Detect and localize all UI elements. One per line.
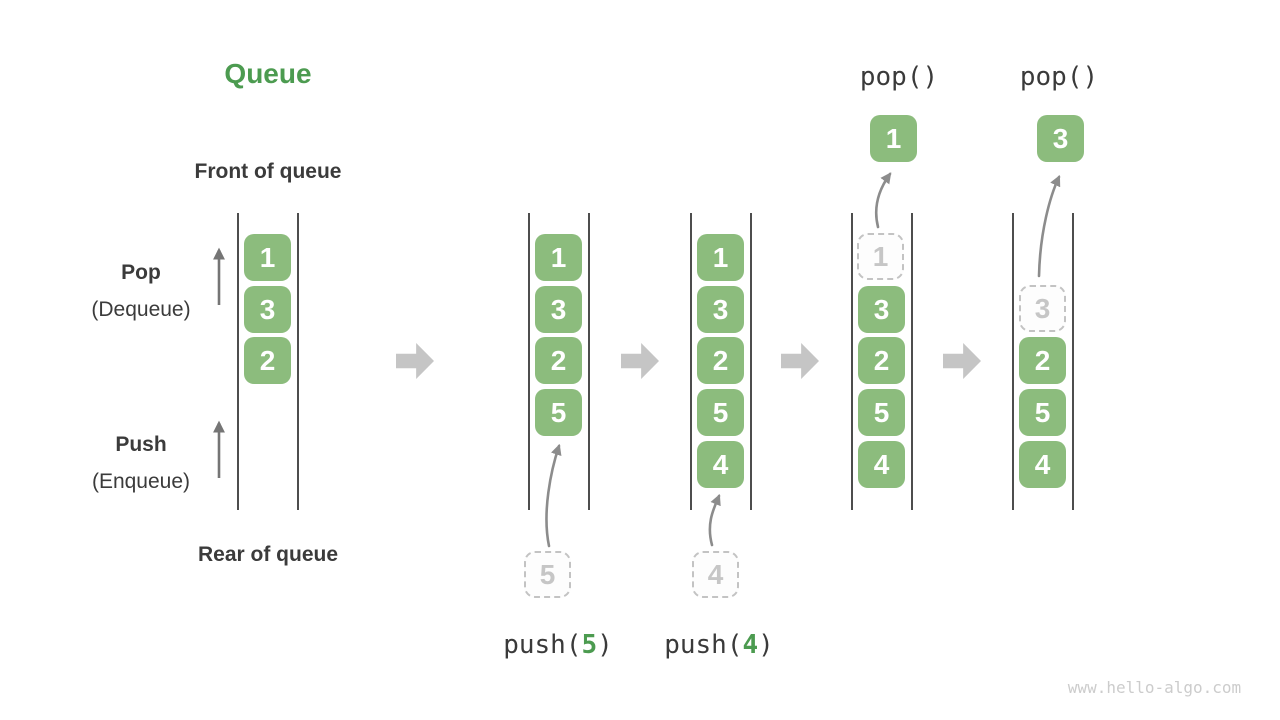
- push5-arg: 5: [581, 630, 598, 660]
- pop-call-label-1: pop(): [859, 62, 939, 92]
- queue-item: 2: [697, 337, 744, 384]
- push-label: Push: [115, 433, 167, 456]
- push5-prefix: push(: [503, 630, 582, 660]
- queue-column-1: 1 3 2: [237, 213, 299, 510]
- pop-call-label-2: pop(): [1019, 62, 1099, 92]
- queue-item: 1: [244, 234, 291, 281]
- queue-item: 3: [244, 286, 291, 333]
- next-step-arrow-icon: [781, 343, 819, 379]
- queue-item: 5: [535, 389, 582, 436]
- removed-item-ghost: 3: [1019, 285, 1066, 332]
- queue-item: 2: [1019, 337, 1066, 384]
- queue-rail: [911, 213, 913, 510]
- queue-rail: [690, 213, 692, 510]
- push4-arg: 4: [742, 630, 759, 660]
- queue-item: 4: [858, 441, 905, 488]
- queue-item: 2: [858, 337, 905, 384]
- queue-item: 4: [1019, 441, 1066, 488]
- queue-rail: [588, 213, 590, 510]
- next-step-arrow-icon: [396, 343, 434, 379]
- queue-rail: [297, 213, 299, 510]
- queue-rail: [237, 213, 239, 510]
- queue-rail: [750, 213, 752, 510]
- next-step-arrow-icon: [943, 343, 981, 379]
- push5-suffix: ): [597, 630, 613, 660]
- enqueue-label: (Enqueue): [91, 470, 191, 493]
- queue-item: 3: [697, 286, 744, 333]
- front-of-queue-label: Front of queue: [194, 160, 342, 183]
- popped-item: 1: [870, 115, 917, 162]
- next-step-arrow-icon: [621, 343, 659, 379]
- push4-suffix: ): [758, 630, 774, 660]
- diagram-title: Queue: [224, 58, 312, 89]
- dequeue-label: (Dequeue): [91, 298, 191, 321]
- queue-item: 5: [858, 389, 905, 436]
- queue-item: 3: [535, 286, 582, 333]
- watermark: www.hello-algo.com: [1067, 678, 1242, 697]
- push-call-label-5: push(5): [483, 630, 633, 660]
- popped-item: 3: [1037, 115, 1084, 162]
- queue-item: 5: [697, 389, 744, 436]
- removed-item-ghost: 1: [857, 233, 904, 280]
- push4-prefix: push(: [664, 630, 743, 660]
- queue-column-5: 3 3 2 5 4: [1012, 115, 1084, 510]
- queue-item: 4: [697, 441, 744, 488]
- pop-label: Pop: [121, 261, 161, 284]
- queue-column-2: 1 3 2 5 5: [524, 213, 590, 598]
- queue-rail: [1072, 213, 1074, 510]
- rear-of-queue-label: Rear of queue: [197, 543, 339, 566]
- queue-rail: [851, 213, 853, 510]
- queue-rail: [1012, 213, 1014, 510]
- queue-item: 3: [858, 286, 905, 333]
- queue-item: 2: [244, 337, 291, 384]
- queue-column-4: 1 1 3 2 5 4: [851, 115, 917, 510]
- queue-item: 1: [697, 234, 744, 281]
- queue-item: 5: [1019, 389, 1066, 436]
- queue-item: 1: [535, 234, 582, 281]
- queue-item: 2: [535, 337, 582, 384]
- incoming-item-ghost: 4: [692, 551, 739, 598]
- incoming-item-ghost: 5: [524, 551, 571, 598]
- queue-column-3: 1 3 2 5 4 4: [690, 213, 752, 598]
- push-call-label-4: push(4): [644, 630, 794, 660]
- queue-rail: [528, 213, 530, 510]
